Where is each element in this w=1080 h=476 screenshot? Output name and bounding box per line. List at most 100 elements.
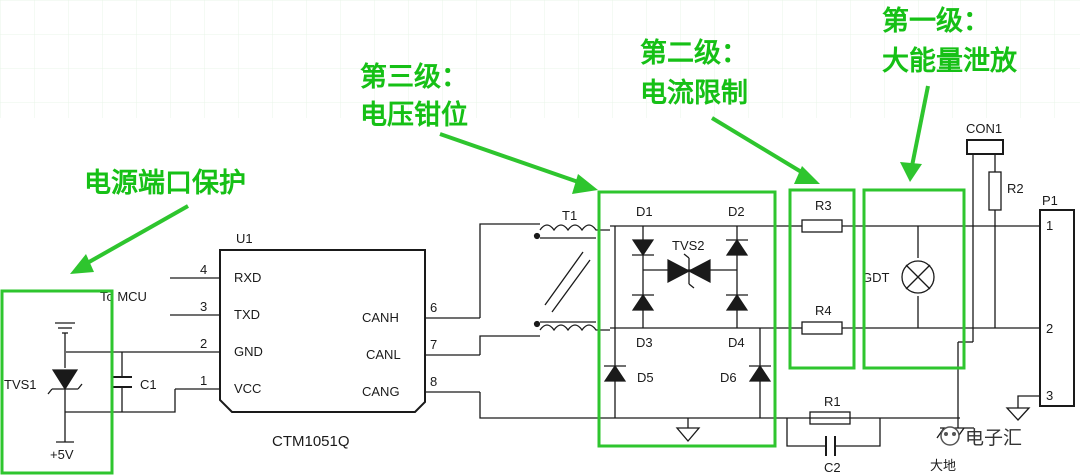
pin-1-number: 1 <box>200 373 207 388</box>
arrow-stage3 <box>439 132 585 186</box>
t1-coil-top <box>539 224 610 232</box>
d2-diode-icon <box>725 238 749 256</box>
con1-label: CON1 <box>966 121 1002 136</box>
r1-c2-network: R1 C2 <box>786 394 881 475</box>
c2-label: C2 <box>824 460 841 475</box>
arrow-power-port <box>81 204 189 268</box>
u1-label: U1 <box>236 231 253 246</box>
d3-diode-icon <box>631 293 655 311</box>
r2-resistor-icon <box>988 171 1002 211</box>
pin-8-number: 8 <box>430 374 437 389</box>
r4-resistor-icon <box>801 321 843 335</box>
annotation-stage1-title: 第一级： <box>882 5 990 37</box>
canl-to-choke-wire <box>479 335 540 355</box>
t1-dot-bottom <box>533 320 541 328</box>
pin-vcc-name: VCC <box>234 381 261 396</box>
d5-label: D5 <box>637 370 654 385</box>
p1-pin-2: 2 <box>1046 321 1053 336</box>
stage3-box <box>597 190 777 448</box>
pin-canl-name: CANL <box>366 347 401 362</box>
pin-rxd-name: RXD <box>234 270 261 285</box>
watermark-icon-eye-left <box>944 432 948 436</box>
t1-core-diag-1 <box>544 251 584 306</box>
clamp-ground-icon <box>675 427 701 443</box>
power-port-box <box>0 289 114 475</box>
plus5v-label: +5V <box>50 447 74 462</box>
pin-6-number: 6 <box>430 300 437 315</box>
r3-label: R3 <box>815 198 832 213</box>
current-limit-resistors: R3 R4 <box>790 198 1040 335</box>
stage1-box <box>862 188 966 370</box>
d2-label: D2 <box>728 204 745 219</box>
gdt-icon <box>901 260 935 294</box>
vcc-net-wire <box>65 389 176 413</box>
d1-diode-icon <box>631 239 655 257</box>
pin-7-number: 7 <box>430 337 437 352</box>
p1-pin-3: 3 <box>1046 388 1053 403</box>
u1-transceiver: U1 CTM1051Q 4 3 2 1 RXD TXD GND VCC 6 7 … <box>66 231 480 450</box>
callout-arrows <box>70 85 930 274</box>
t1-label: T1 <box>562 208 577 223</box>
gdt-x-2 <box>905 264 931 290</box>
watermark-text: 电子汇 <box>965 427 1022 449</box>
earth-label: 大地 <box>930 458 956 473</box>
p1-pin-1: 1 <box>1046 218 1053 233</box>
u1-body <box>219 249 426 413</box>
r3-resistor-icon <box>801 219 843 233</box>
annotation-stage3-title: 第三级： <box>360 61 468 93</box>
pin-2-number: 2 <box>200 336 207 351</box>
gdt-label: GDT <box>862 270 890 285</box>
cang-ground-wire <box>479 392 960 419</box>
arrow-stage2-head <box>794 166 820 184</box>
pin-txd-name: TXD <box>234 307 260 322</box>
watermark: 电子汇 <box>940 426 1022 449</box>
pin-gnd-name: GND <box>234 344 263 359</box>
gdt-circuit: GDT <box>862 226 935 328</box>
p1-pin3-wire <box>1017 395 1040 408</box>
tvs1-label: TVS1 <box>4 377 37 392</box>
pin-4-number: 4 <box>200 262 207 277</box>
r1-resistor-icon <box>809 411 851 425</box>
tvs2-bar <box>683 253 695 289</box>
r2-label: R2 <box>1007 181 1024 196</box>
t1-dot-top <box>533 232 541 240</box>
p1-ground-icon <box>1005 407 1031 421</box>
clamp-diode-network: D1 D3 D2 D4 TVS2 D5 D6 <box>603 204 790 443</box>
canh-to-choke-wire <box>479 223 540 318</box>
annotation-power-port: 电源端口保护 <box>84 168 246 199</box>
c2-right-wire <box>835 418 881 447</box>
t1-coil-bottom <box>539 324 610 332</box>
c1-label: C1 <box>140 377 157 392</box>
arrow-stage1-head <box>900 162 922 182</box>
watermark-icon-eye-right <box>952 432 956 436</box>
pin-3-number: 3 <box>200 299 207 314</box>
pin-cang-name: CANG <box>362 384 400 399</box>
p1-connector: P1 1 2 3 <box>1005 193 1075 421</box>
grid-background <box>0 0 1080 118</box>
p1-label: P1 <box>1042 193 1058 208</box>
arrow-stage2 <box>710 116 810 178</box>
p1-body <box>1039 209 1075 407</box>
u1-part-label: CTM1051Q <box>272 433 350 450</box>
annotation-stage3-desc: 电压钳位 <box>360 99 468 131</box>
tvs1-diode-icon <box>51 369 79 391</box>
d5-diode-icon <box>603 364 627 382</box>
earth-connection: 大地 CON1 R2 <box>930 121 1024 473</box>
con1-connector-icon <box>966 139 1004 155</box>
d6-label: D6 <box>720 370 737 385</box>
annotation-stage2-desc: 电流限制 <box>640 78 748 109</box>
pin-canh-name: CANH <box>362 310 399 325</box>
d1-label: D1 <box>636 204 653 219</box>
annotation-stage2-title: 第二级： <box>640 37 748 69</box>
power-port-circuit: +5V TVS1 C1 <box>4 322 176 462</box>
tvs2-right-triangle <box>687 259 711 283</box>
d6-diode-icon <box>748 364 772 382</box>
c2-left-wire <box>786 418 826 447</box>
d4-label: D4 <box>728 335 745 350</box>
tvs2-left-triangle <box>667 259 691 283</box>
tvs2-label: TVS2 <box>672 238 705 253</box>
t1-core-diag-2 <box>551 259 591 313</box>
r1-label: R1 <box>824 394 841 409</box>
